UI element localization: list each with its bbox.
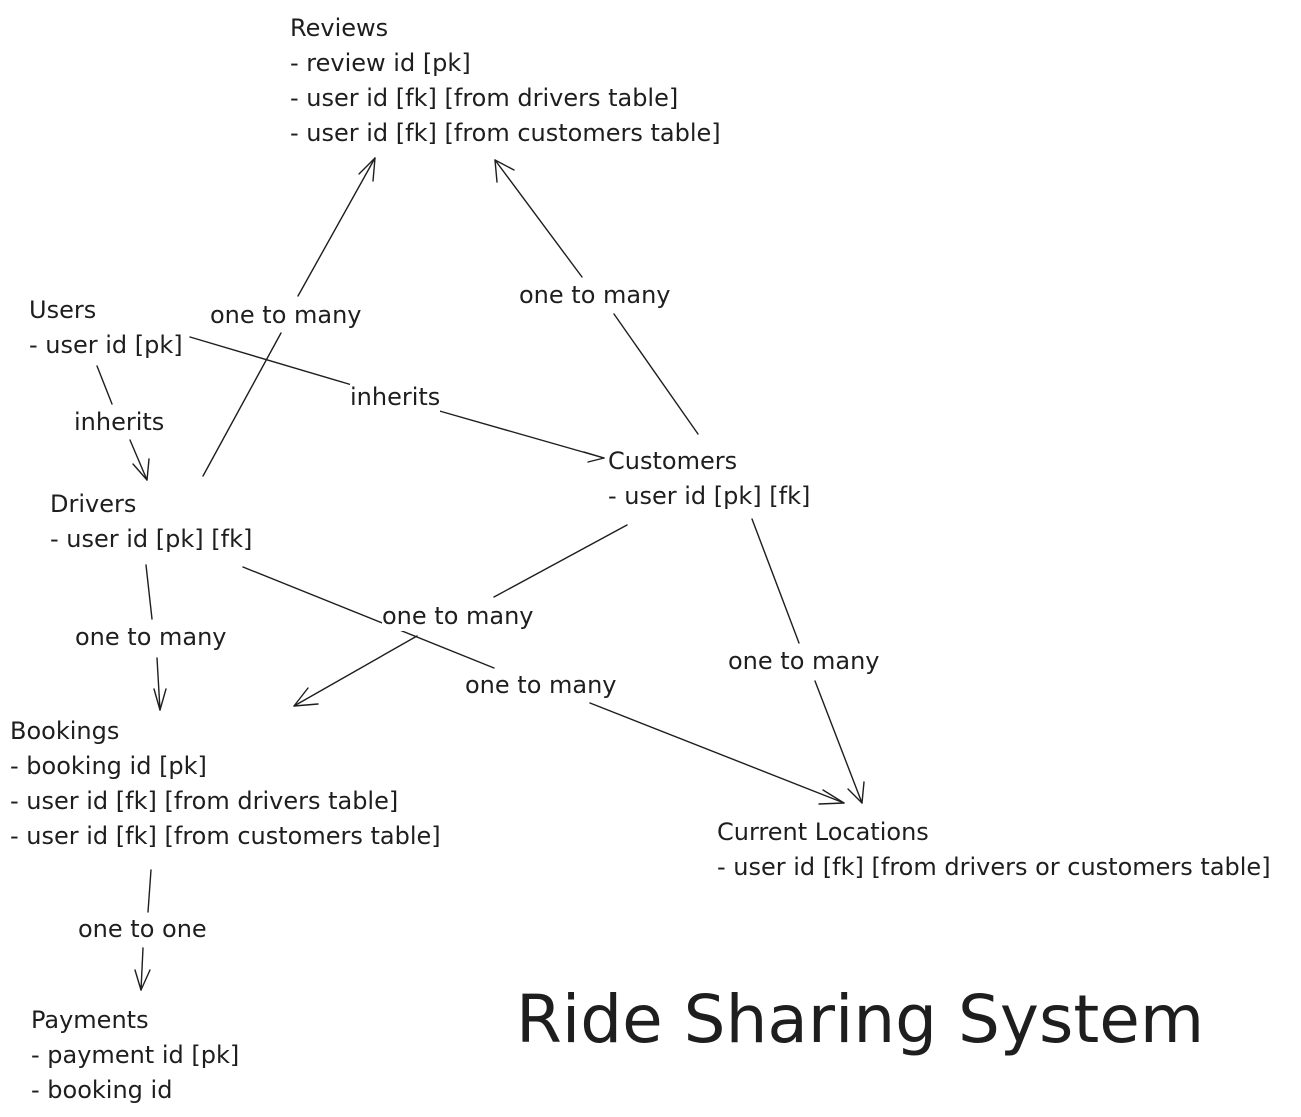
connector-customers-bookings <box>293 524 628 707</box>
entity-drivers-field: - user id [pk] [fk] <box>50 525 253 553</box>
entity-payments-name: Payments <box>31 1006 149 1034</box>
entity-reviews-field: - user id [fk] [from customers table] <box>290 119 721 147</box>
connector-drivers-bookings <box>145 564 167 711</box>
entity-reviews: Reviews - review id [pk] - user id [fk] … <box>290 11 721 151</box>
relation-label-drivers-locations: one to many <box>465 670 617 700</box>
relation-label-users-customers: inherits <box>350 382 441 412</box>
entity-drivers-name: Drivers <box>50 490 137 518</box>
entity-current-locations: Current Locations - user id [fk] [from d… <box>717 815 1271 885</box>
diagram-title: Ride Sharing System <box>516 981 1205 1058</box>
connector-bookings-payments <box>134 869 152 991</box>
relation-label-drivers-reviews: one to many <box>210 300 362 330</box>
entity-payments-field: - payment id [pk] <box>31 1041 240 1069</box>
entity-users: Users - user id [pk] <box>29 293 183 363</box>
entity-reviews-field: - user id [fk] [from drivers table] <box>290 84 679 112</box>
entity-bookings-name: Bookings <box>10 717 120 745</box>
relation-label-users-drivers: inherits <box>74 407 165 437</box>
entity-payments-field: - booking id <box>31 1076 173 1104</box>
entity-customers-field: - user id [pk] [fk] <box>608 482 811 510</box>
entity-payments: Payments - payment id [pk] - booking id <box>31 1003 239 1108</box>
entity-bookings-field: - user id [fk] [from customers table] <box>10 822 441 850</box>
connector-drivers-reviews <box>202 157 376 477</box>
entity-current-locations-name: Current Locations <box>717 818 929 846</box>
relation-label-customers-locations: one to many <box>728 646 880 676</box>
entity-reviews-name: Reviews <box>290 14 389 42</box>
entity-bookings: Bookings - booking id [pk] - user id [fk… <box>10 714 441 854</box>
relation-label-drivers-bookings: one to many <box>75 622 227 652</box>
entity-customers-name: Customers <box>608 447 738 475</box>
relation-label-bookings-payments: one to one <box>78 914 207 944</box>
connector-users-drivers <box>96 365 150 481</box>
entity-drivers: Drivers - user id [pk] [fk] <box>50 487 252 557</box>
entity-users-name: Users <box>29 296 97 324</box>
connector-customers-reviews <box>494 159 699 435</box>
connector-drivers-locations <box>242 566 845 805</box>
connector-users-customers <box>189 336 605 463</box>
entity-users-field: - user id [pk] <box>29 331 183 359</box>
entity-bookings-field: - user id [fk] [from drivers table] <box>10 787 399 815</box>
connector-customers-locations <box>751 518 865 804</box>
entity-customers: Customers - user id [pk] [fk] <box>608 444 810 514</box>
relation-label-customers-bookings: one to many <box>382 601 534 631</box>
entity-bookings-field: - booking id [pk] <box>10 752 207 780</box>
entity-current-locations-field: - user id [fk] [from drivers or customer… <box>717 853 1271 881</box>
relation-label-customers-reviews: one to many <box>519 280 671 310</box>
entity-reviews-field: - review id [pk] <box>290 49 471 77</box>
